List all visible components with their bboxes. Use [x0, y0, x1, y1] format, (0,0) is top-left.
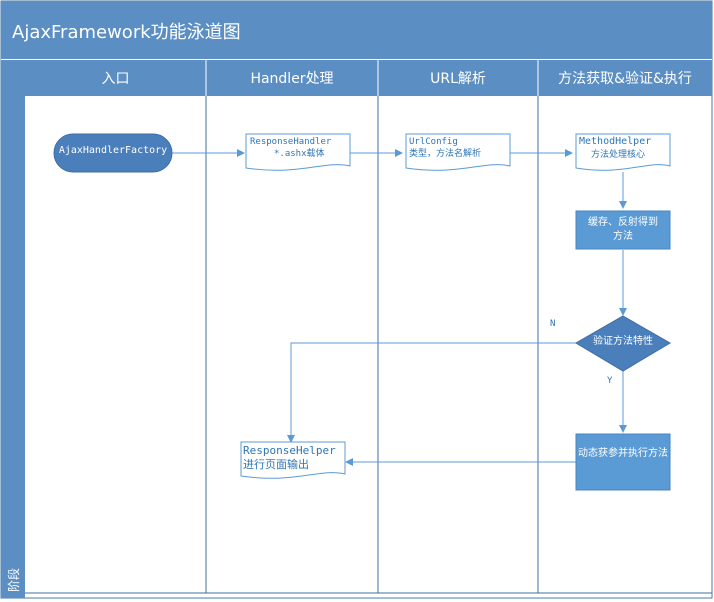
phase-label: 阶段 [7, 568, 21, 593]
node-url-config-line1: UrlConfig [409, 137, 458, 147]
lane-header-method: 方法获取&验证&执行 [558, 71, 692, 87]
node-response-handler-line1: ResponseHandler [250, 137, 332, 147]
node-response-helper-line1: ResponseHelper [243, 444, 336, 457]
diagram-title: AjaxFramework功能泳道图 [12, 22, 241, 43]
node-ajax-handler-factory [53, 133, 173, 173]
node-url-config [405, 133, 511, 171]
edge-verify-no [287, 342, 576, 443]
node-response-handler [245, 133, 351, 171]
node-cache-line2: 方法 [613, 231, 633, 242]
node-cache-reflect [575, 210, 671, 250]
node-url-config-line2: 类型，方法名解析 [409, 149, 482, 159]
node-response-helper-line2: 进行页面输出 [243, 458, 309, 471]
node-factory-label: AjaxHandlerFactory [58, 145, 168, 156]
node-method-helper-line2: 方法处理核心 [591, 150, 646, 160]
node-response-helper [240, 441, 346, 479]
lane-header-url: URL解析 [430, 71, 486, 87]
node-method-helper [575, 133, 671, 171]
lane-header-handler: Handler处理 [250, 71, 334, 87]
lane-header-bar [25, 60, 712, 96]
node-verify-decision [575, 315, 671, 372]
edge-label-yes: Y [607, 376, 613, 386]
edge-label-no: N [550, 319, 556, 329]
lane-header-entry: 入口 [101, 71, 130, 87]
node-cache-line1: 缓存、反射得到 [588, 217, 658, 228]
node-execute [575, 433, 671, 491]
phase-column [1, 60, 25, 598]
node-method-helper-line1: MethodHelper [579, 136, 652, 147]
node-verify-label: 验证方法特性 [593, 336, 653, 347]
node-response-handler-line2: *.ashx载体 [274, 149, 325, 159]
title-bar [1, 1, 712, 59]
node-execute-label: 动态获参并执行方法 [578, 448, 668, 459]
